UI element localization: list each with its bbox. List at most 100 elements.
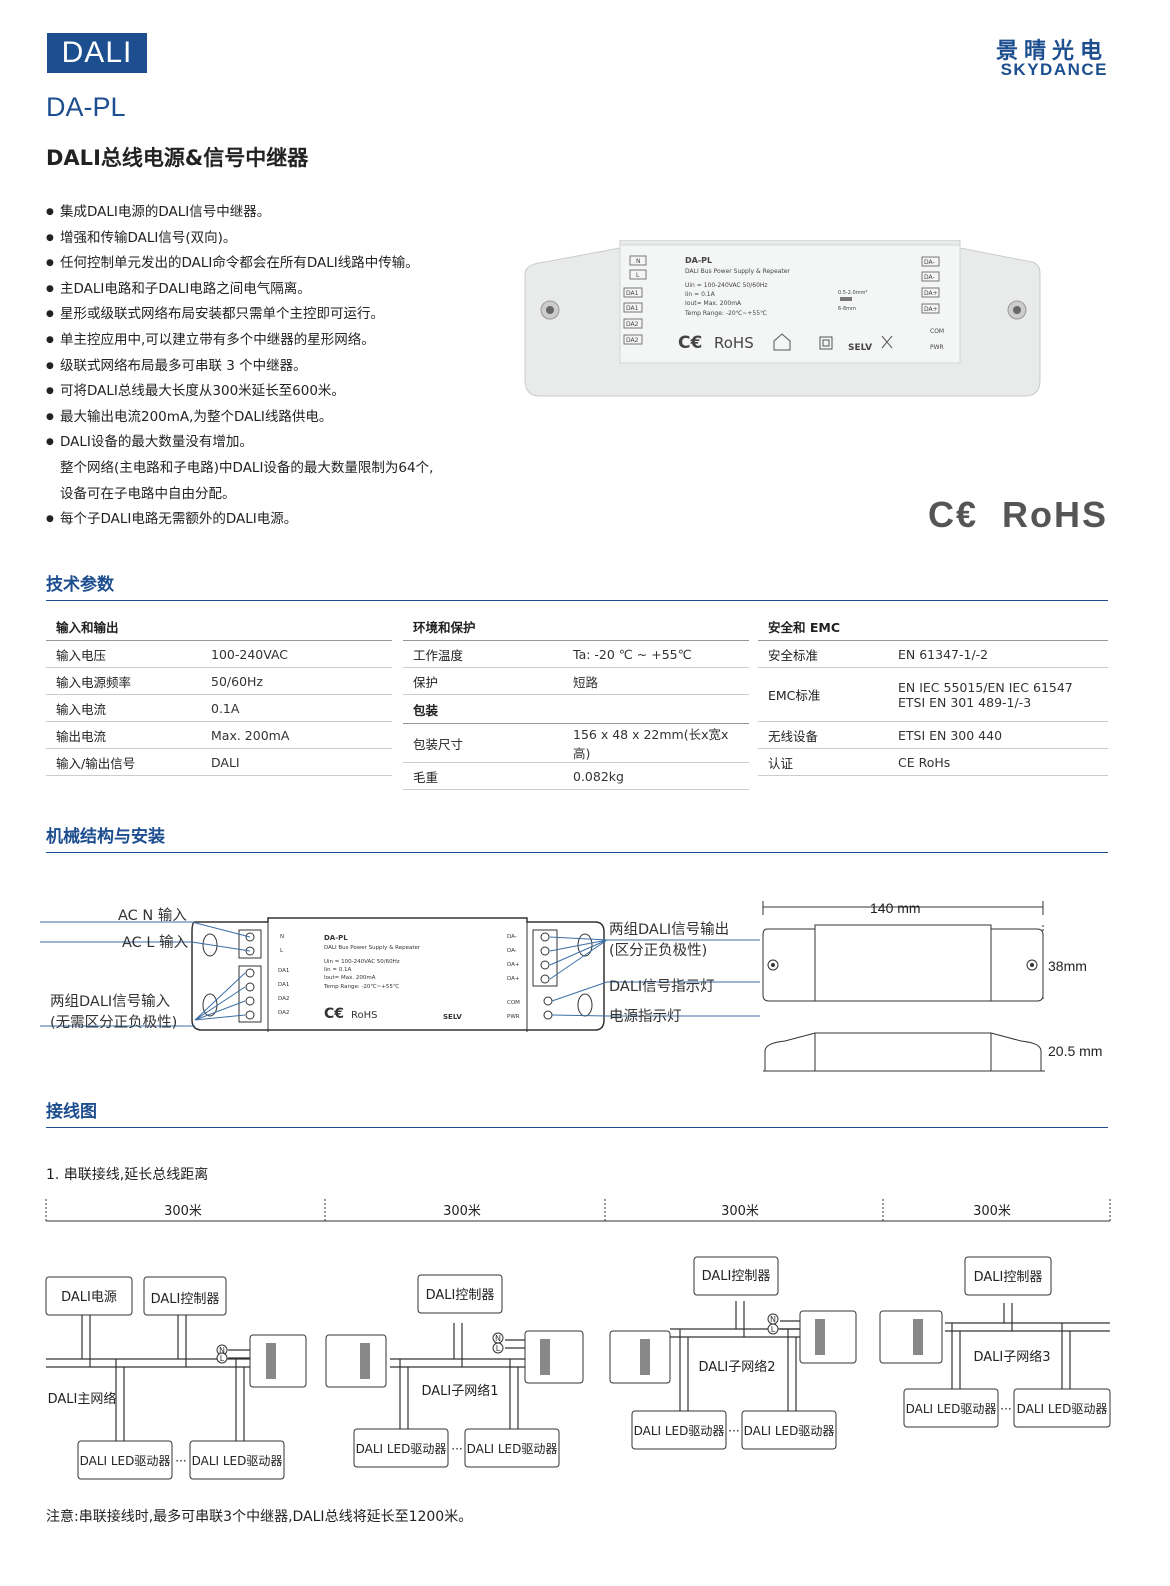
controller-box: DALI控制器: [974, 1270, 1043, 1285]
house-icon: [773, 333, 791, 351]
spec-key: 输出电流: [46, 721, 201, 749]
feature-item: 每个子DALI电路无需额外的DALI电源。: [46, 507, 506, 533]
label-da2: DA2: [278, 996, 289, 1002]
spec-key: 毛重: [403, 762, 563, 790]
feature-item: 集成DALI电源的DALI信号中继器。: [46, 200, 506, 226]
sub-network-1-label: DALI子网络1: [421, 1383, 498, 1399]
segment-length: 300米: [721, 1204, 759, 1219]
spec-value: 0.082kg: [563, 762, 749, 790]
table-header: 包装: [403, 694, 749, 724]
spec-value: 短路: [563, 667, 749, 695]
section-specs: 技术参数: [46, 570, 1108, 601]
feature-item: 星形或级联式网络布局安装都只需单个主控即可运行。: [46, 302, 506, 328]
label-da-minus: DA-: [507, 934, 517, 940]
dim-length: 140 mm: [870, 900, 921, 916]
label-da-plus: DA+: [924, 306, 938, 313]
spec-key: 输入电源频率: [46, 667, 201, 695]
l-terminal: L: [496, 1344, 501, 1353]
label-iout: Iout= Max. 200mA: [324, 975, 376, 981]
spec-value: 100-240VAC: [201, 640, 392, 668]
table-row: 保护短路: [403, 667, 749, 695]
feature-item: 单主控应用中,可以建立带有多个中继器的星形网络。: [46, 328, 506, 354]
spec-key: 输入电压: [46, 640, 201, 668]
segment-length: 300米: [973, 1204, 1011, 1219]
spec-value: 50/60Hz: [201, 667, 392, 695]
label-temp: Temp Range: -20℃~+55℃: [323, 983, 399, 990]
feature-item: DALI设备的最大数量没有增加。: [46, 430, 506, 456]
table-header: 环境和保护: [403, 612, 749, 641]
section-title: 接线图: [46, 1102, 97, 1122]
label-dali-led: DALI信号指示灯: [609, 979, 715, 995]
driver-box: DALI LED驱动器: [906, 1402, 997, 1416]
spec-key: 输入电流: [46, 694, 201, 722]
label-desc: DALI Bus Power Supply & Repeater: [685, 268, 790, 275]
l-terminal: L: [220, 1354, 225, 1363]
dim-height: 20.5 mm: [1048, 1043, 1103, 1059]
spec-value: Ta: -20 ℃ ~ +55℃: [563, 640, 749, 668]
feature-item: 级联式网络布局最多可串联 3 个中继器。: [46, 354, 506, 380]
ce-mark: C€: [678, 333, 702, 353]
segment-length: 300米: [164, 1204, 202, 1219]
spec-value: 0.1A: [201, 694, 392, 722]
dots: ···: [175, 1454, 186, 1468]
label-ac-l: AC L 输入: [122, 935, 189, 951]
dali-badge: DALI: [47, 33, 147, 73]
spec-value-line: EN IEC 55015/EN IEC 61547: [898, 679, 1073, 695]
label-desc: DALI Bus Power Supply & Repeater: [324, 945, 421, 951]
section-title: 技术参数: [46, 575, 114, 595]
section-wiring: 接线图: [46, 1097, 1108, 1128]
sub-network-3-label: DALI子网络3: [973, 1349, 1050, 1365]
wiring-title: 1. 串联接线,延长总线距离: [46, 1167, 209, 1183]
brand-name-cn: 景晴光电: [995, 39, 1108, 64]
driver-box: DALI LED驱动器: [1017, 1402, 1108, 1416]
table-header: 安全和 EMC: [758, 612, 1108, 641]
spec-key: 保护: [403, 667, 563, 695]
spec-value: EN 61347-1/-2: [888, 640, 1108, 668]
dots: ···: [451, 1442, 462, 1456]
dali-power-box: DALI电源: [61, 1290, 117, 1305]
label-strip: 6-8mm: [838, 306, 856, 312]
label-uin: Uin = 100-240VAC 50/60Hz: [685, 282, 768, 289]
label-com: COM: [507, 1000, 520, 1006]
driver-box: DALI LED驱动器: [80, 1454, 171, 1468]
main-network-label: DALI主网络: [48, 1391, 117, 1407]
label-da2: DA2: [626, 337, 639, 344]
feature-item: 任何控制单元发出的DALI命令都会在所有DALI线路中传输。: [46, 251, 506, 277]
spec-value-line: ETSI EN 301 489-1/-3: [898, 694, 1032, 710]
selv-mark: SELV: [848, 343, 872, 353]
spec-key: EMC标准: [758, 667, 888, 722]
brand-name-en: SKYDANCE: [1000, 60, 1108, 79]
label-pwr-led: 电源指示灯: [609, 1009, 682, 1025]
label-dali-in-note: (无需区分正负极性): [50, 1015, 178, 1031]
label-da-minus: DA-: [924, 259, 935, 266]
feature-item: 最大输出电流200mA,为整个DALI线路供电。: [46, 405, 506, 431]
label-dali-in: 两组DALI信号输入: [50, 994, 171, 1010]
l-terminal: L: [771, 1325, 776, 1334]
label-n: N: [636, 258, 641, 265]
label-da-plus: DA+: [924, 290, 938, 297]
dots: ···: [1000, 1402, 1011, 1416]
selv-mark: SELV: [443, 1013, 462, 1021]
section-title: 机械结构与安装: [46, 827, 165, 847]
label-iout: Iout= Max. 200mA: [685, 300, 742, 307]
sub-network-2-label: DALI子网络2: [698, 1359, 775, 1375]
label-da-minus: DA-: [924, 274, 935, 281]
driver-box: DALI LED驱动器: [467, 1442, 558, 1456]
label-da1: DA1: [626, 290, 639, 297]
driver-box: DALI LED驱动器: [192, 1454, 283, 1468]
controller-box: DALI控制器: [426, 1288, 495, 1303]
spec-key: 输入/输出信号: [46, 748, 201, 776]
n-terminal: N: [495, 1334, 501, 1343]
label-dali-out-note: (区分正负极性): [609, 943, 708, 959]
spec-value: DALI: [201, 748, 392, 776]
